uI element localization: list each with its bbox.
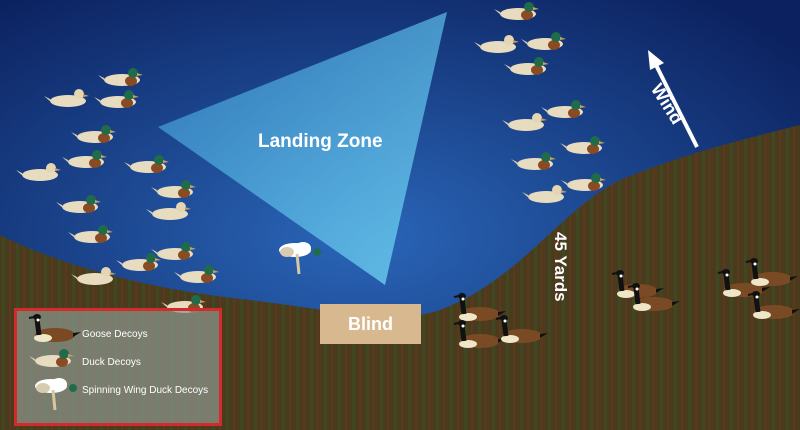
duck-decoy-icon: [116, 253, 161, 271]
duck-decoy-icon: [16, 163, 61, 181]
goose-decoy-icon: [717, 269, 770, 297]
goose-decoy-icon: [28, 314, 81, 342]
legend: Goose Decoys Duck Decoys Spinning Wing D…: [14, 308, 222, 426]
landing-zone-area: [158, 12, 447, 285]
duck-decoy-icon: [71, 267, 116, 285]
duck-decoy-icon: [560, 136, 605, 154]
duck-decoy-icon: [511, 152, 556, 170]
duck-decoy-icon: [44, 89, 89, 107]
landing-zone-label: Landing Zone: [258, 131, 383, 152]
goose-decoy-icon: [745, 258, 798, 286]
duck-decoy-icon: [151, 242, 196, 260]
distance-label: 45 Yards: [551, 232, 570, 302]
blind: Blind: [320, 304, 421, 344]
legend-goose-label: Goose Decoys: [82, 329, 148, 340]
legend-spinning-wing-label: Spinning Wing Duck Decoys: [82, 385, 209, 396]
wind-arrow-icon: [648, 50, 699, 148]
spinning-wing-decoy-icon: [279, 242, 321, 275]
duck-decoy-icon: [71, 125, 116, 143]
duck-decoy-icon: [174, 265, 219, 283]
goose-decoy-icon: [611, 270, 664, 298]
duck-decoy-icon: [494, 2, 539, 20]
spinning-wing-decoy-icon: [35, 378, 77, 411]
duck-decoy-icon: [521, 32, 566, 50]
duck-decoy-icon: [151, 180, 196, 198]
goose-decoy-icon: [747, 291, 800, 319]
goose-decoy-icon: [453, 293, 506, 321]
duck-decoy-icon: [29, 349, 74, 367]
duck-decoy-icon: [124, 155, 169, 173]
duck-decoy-icon: [62, 150, 107, 168]
duck-decoy-icon: [504, 57, 549, 75]
duck-decoy-icon: [502, 113, 547, 131]
duck-decoy-icon: [522, 185, 567, 203]
legend-duck-label: Duck Decoys: [82, 357, 141, 368]
goose-decoy-icon: [495, 315, 548, 343]
goose-decoy-icon: [627, 283, 680, 311]
duck-decoy-icon: [94, 90, 139, 108]
duck-decoy-icon: [68, 225, 113, 243]
duck-decoy-icon: [146, 202, 191, 220]
duck-decoy-icon: [98, 68, 143, 86]
duck-decoy-icon: [561, 173, 606, 191]
duck-decoy-icon: [474, 35, 519, 53]
duck-decoy-icon: [541, 100, 586, 118]
goose-decoy-icon: [453, 320, 506, 348]
legend-icons: [28, 314, 81, 411]
duck-decoy-icon: [56, 195, 101, 213]
